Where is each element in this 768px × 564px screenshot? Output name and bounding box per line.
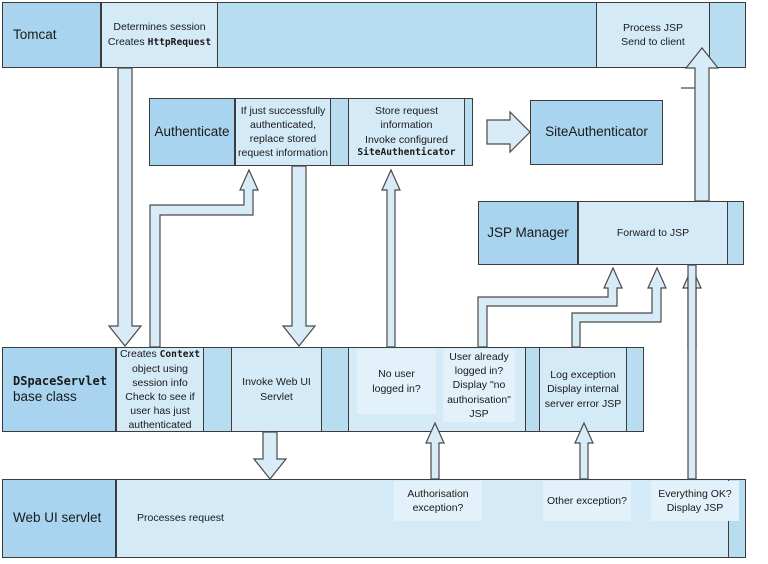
other-exception-text: Other exception?	[547, 494, 627, 507]
arrow-no-user-to-jsp-manager	[477, 266, 623, 348]
already-line3: Display "no	[452, 379, 506, 392]
creates-context-line2: object using	[131, 362, 189, 375]
determines-session-line2: Creates HttpRequest	[108, 35, 211, 50]
creates-context-line4: Check to see if	[125, 390, 195, 403]
lane-label-dspace-servlet: DSpaceServlet base class	[2, 347, 116, 432]
creates-context-line1: Creates Context	[120, 347, 200, 362]
if-just-line3: replace stored	[249, 133, 317, 145]
log-exception-line2: Display internal	[547, 383, 619, 396]
arrow-dspace-to-authenticate	[149, 168, 259, 348]
log-exception-line1: Log exception	[550, 369, 616, 382]
cell-process-jsp: Process JSP Send to client	[596, 2, 710, 68]
lane-label-web-ui-servlet: Web UI servlet	[2, 479, 116, 558]
cell-invoke-web-ui-servlet: Invoke Web UI Servlet	[231, 347, 322, 432]
store-req-line2: Invoke configured	[365, 133, 448, 146]
cell-log-exception: Log exception Display internal server er…	[539, 347, 627, 432]
creates-prefix: Creates	[119, 347, 160, 360]
store-req-line1: Store request information	[374, 105, 439, 132]
creates-context-line3: session info	[132, 376, 188, 389]
no-user-line1: No user	[378, 368, 415, 381]
cell-other-exception: Other exception?	[543, 481, 631, 521]
if-just-line4: request information	[238, 147, 328, 160]
process-jsp-line2: Send to client	[621, 36, 685, 48]
cell-everything-ok: Everything OK? Display JSP	[651, 481, 739, 521]
cell-authorisation-exception: Authorisation exception?	[394, 481, 482, 521]
auth-exception-line2: exception?	[412, 502, 464, 514]
lane-label-authenticate: Authenticate	[149, 98, 235, 166]
creates-context-line5: user has just	[130, 405, 190, 418]
lane-label-tomcat: Tomcat	[2, 2, 101, 68]
dspace-servlet-sub: base class	[13, 388, 77, 404]
creates-text: Creates	[107, 35, 148, 48]
arrow-log-exception-to-jsp-manager	[682, 266, 702, 348]
already-line1: User already	[449, 351, 509, 364]
lane-label-jsp-manager: JSP Manager	[478, 201, 578, 265]
cell-forward-to-jsp: Forward to JSP	[578, 201, 728, 265]
everything-ok-line1: Everything OK?	[658, 487, 732, 500]
http-request-mono: HttpRequest	[147, 36, 212, 48]
cell-if-just-authenticated: If just successfully authenticated, repl…	[235, 98, 331, 166]
log-exception-line3: server error JSP	[544, 397, 622, 410]
cell-store-request-information: Store request information Invoke configu…	[348, 98, 465, 166]
forward-to-jsp-text: Forward to JSP	[616, 226, 690, 239]
arrow-tomcat-to-dspace	[107, 67, 143, 347]
box-site-authenticator: SiteAuthenticator	[530, 100, 663, 165]
lane-label-jsp-manager-text: JSP Manager	[487, 224, 569, 240]
everything-ok-line2: Display JSP	[666, 502, 724, 514]
lane-label-tomcat-text: Tomcat	[13, 26, 57, 42]
cell-no-user-logged-in: No user logged in?	[357, 349, 436, 414]
processes-request-text: Processes request	[137, 512, 224, 525]
auth-exception-line1: Authorisation	[407, 487, 469, 500]
creates-context-line6: authenticated	[128, 419, 192, 432]
arrow-forward-to-jsp-to-process-jsp	[681, 47, 720, 202]
arrow-everything-ok-to-process-jsp	[687, 264, 697, 480]
arrow-invoke-to-web-ui-servlet	[252, 431, 288, 480]
cell-user-already-logged-in: User already logged in? Display "no auth…	[443, 349, 515, 422]
arrow-dspace-to-store-request	[381, 168, 401, 348]
already-line5: JSP	[469, 407, 489, 420]
arrow-already-logged-in-to-jsp-manager	[571, 266, 667, 348]
lane-label-web-ui-servlet-text: Web UI servlet	[13, 510, 102, 526]
if-just-line2: authenticated,	[250, 118, 316, 131]
cell-determines-session: Determines session Creates HttpRequest	[101, 2, 218, 68]
invoke-web-ui-line2: Servlet	[260, 390, 293, 403]
cell-creates-context: Creates Context object using session inf…	[116, 347, 204, 432]
arrow-store-request-to-site-authenticator	[486, 110, 531, 154]
arrow-authenticate-to-dspace	[281, 165, 317, 347]
dspace-servlet-name: DSpaceServlet	[13, 373, 107, 388]
already-line4: authorisation"	[447, 393, 511, 406]
determines-session-line1: Determines session	[113, 21, 206, 34]
context-mono: Context	[159, 348, 201, 360]
invoke-web-ui-line1: Invoke Web UI	[242, 376, 311, 389]
process-jsp-line1: Process JSP	[622, 21, 684, 34]
lane-label-authenticate-text: Authenticate	[154, 123, 230, 139]
if-just-line1: If just successfully	[240, 104, 326, 117]
already-line2: logged in?	[454, 365, 504, 378]
site-authenticator-text: SiteAuthenticator	[545, 124, 648, 140]
store-req-line3-mono: SiteAuthenticator	[357, 146, 456, 158]
no-user-line2: logged in?	[372, 382, 421, 395]
